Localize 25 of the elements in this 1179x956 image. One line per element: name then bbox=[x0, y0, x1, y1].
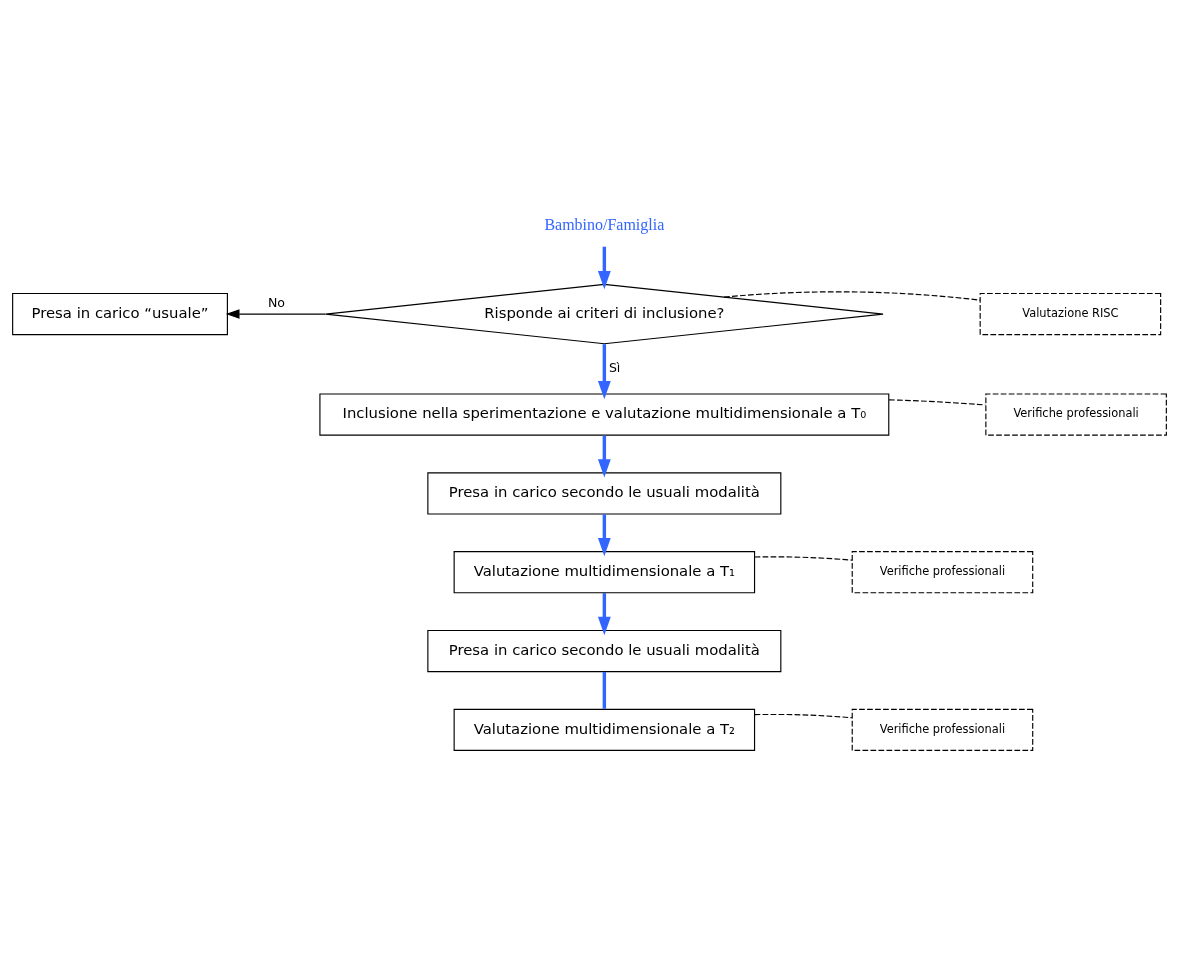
node-box: Valutazione multidimensionale a T₁ bbox=[453, 551, 756, 594]
connector bbox=[723, 291, 981, 301]
node-text: Bambino/Famiglia bbox=[544, 216, 665, 234]
node-diamond: Risponde ai criteri di inclusione? bbox=[325, 283, 884, 345]
arrow bbox=[597, 246, 611, 290]
arrow bbox=[597, 593, 611, 636]
node-box: Verifiche professionali bbox=[851, 708, 1034, 751]
node-box: Inclusione nella sperimentazione e valutazione multidimensionale a T₀ bbox=[319, 393, 890, 436]
node-box: Verifiche professionali bbox=[985, 393, 1167, 436]
arrow bbox=[597, 514, 611, 557]
edge-label: No bbox=[267, 295, 286, 310]
arrow bbox=[597, 344, 611, 400]
node-box: Presa in carico secondo le usuali modalità bbox=[427, 472, 782, 515]
edge-label: Sì bbox=[608, 360, 621, 376]
connector bbox=[602, 671, 607, 709]
arrow bbox=[597, 435, 611, 478]
node-box: Valutazione RISC bbox=[979, 292, 1162, 336]
node-box: Valutazione multidimensionale a T₂ bbox=[453, 708, 756, 751]
node-box: Presa in carico “usuale” bbox=[12, 292, 228, 336]
arrow bbox=[225, 309, 327, 319]
node-box: Presa in carico secondo le usuali modalità bbox=[427, 629, 782, 673]
connector bbox=[754, 556, 853, 561]
connector bbox=[754, 713, 853, 719]
node-box: Verifiche professionali bbox=[851, 551, 1034, 594]
connector bbox=[888, 399, 987, 406]
